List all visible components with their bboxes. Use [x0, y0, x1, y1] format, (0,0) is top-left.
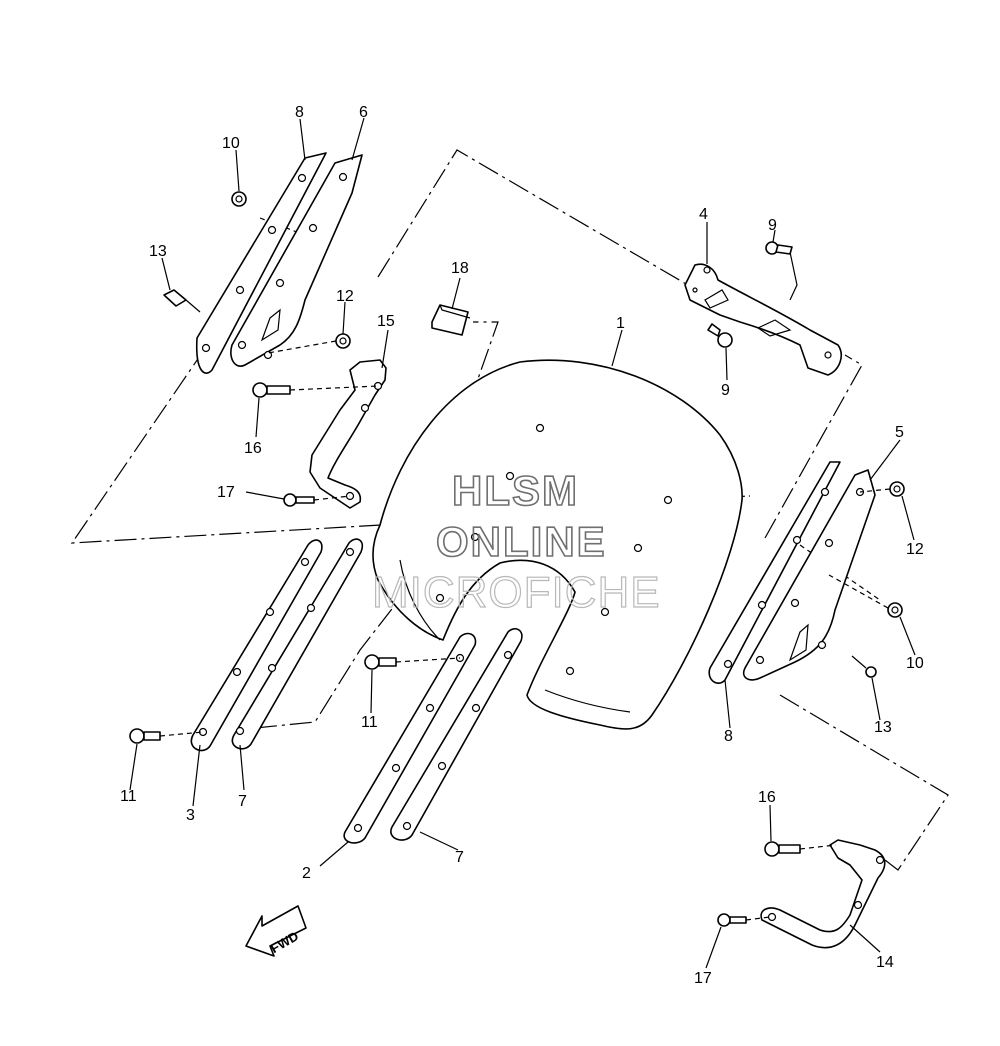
callout-6: 6: [359, 104, 368, 121]
callout-12-left: 12: [336, 288, 354, 305]
callout-16-right: 16: [758, 789, 776, 806]
watermark-line3: MICROFICHE: [372, 568, 661, 617]
callout-15: 15: [377, 313, 395, 330]
callout-13-right: 13: [874, 719, 892, 736]
fasteners: [129, 191, 905, 927]
lower-stay-7a: [390, 628, 523, 841]
watermark: HLSM ONLINE MICROFICHE: [371, 466, 661, 617]
callout-7-lower: 7: [455, 849, 464, 866]
callout-11-left: 11: [120, 788, 137, 805]
watermark-line2: ONLINE: [436, 518, 607, 565]
windshield: [372, 359, 743, 730]
callout-5: 5: [895, 424, 904, 441]
callout-4: 4: [699, 206, 708, 223]
callout-leaders: [129, 117, 916, 969]
stay-7b: [231, 538, 364, 750]
callout-12-right: 12: [906, 541, 924, 558]
callout-13-left: 13: [149, 243, 167, 260]
callout-7-left: 7: [238, 793, 247, 810]
callout-10-right: 10: [906, 655, 924, 672]
watermark-line1: HLSM: [452, 467, 579, 514]
callout-2: 2: [302, 865, 311, 882]
callout-8-left: 8: [295, 104, 304, 121]
callout-18: 18: [451, 260, 469, 277]
callout-9-top: 9: [768, 217, 777, 234]
callout-17-left: 17: [217, 484, 235, 501]
callout-14: 14: [876, 954, 894, 971]
bracket-8-right: [708, 461, 841, 684]
stay-14: [760, 839, 886, 949]
callout-8-right: 8: [724, 728, 733, 745]
bracket-5: [742, 469, 876, 681]
callout-10-left: 10: [222, 135, 240, 152]
bracket-8-left: [195, 152, 327, 374]
upper-bracket-4: [684, 263, 842, 376]
callout-17-right: 17: [694, 970, 712, 987]
callout-1: 1: [616, 315, 625, 332]
callout-3: 3: [186, 807, 195, 824]
fwd-arrow: FWD: [245, 905, 307, 957]
lower-stay-2: [343, 632, 477, 844]
callout-labels: 1 2 3 4 5 6 7 7 7 8 8 9 9 10 10 11 11 12…: [120, 104, 924, 987]
stay-15: [309, 359, 387, 509]
pad-18: [431, 304, 471, 336]
callout-9-bottom: 9: [721, 382, 730, 399]
callout-11-center: 11: [361, 714, 378, 731]
callout-16-left: 16: [244, 440, 262, 457]
